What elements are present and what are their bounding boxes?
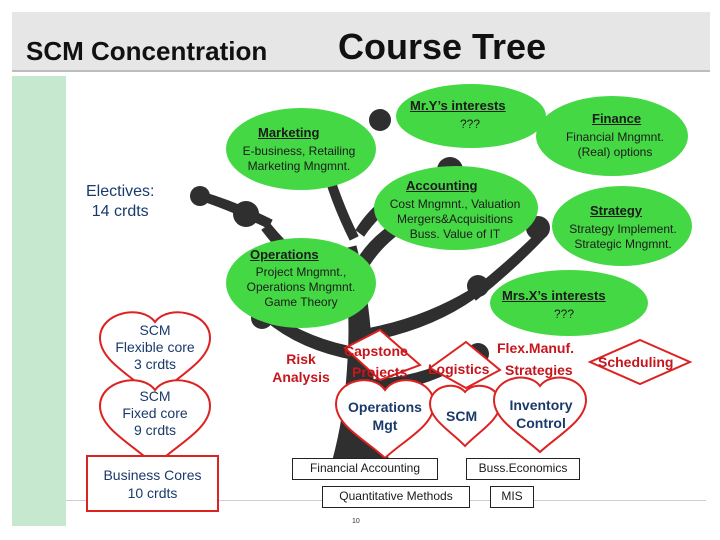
finance-details: Financial Mngmnt. (Real) options <box>540 130 690 160</box>
scm-flexible-line-1: SCM <box>139 322 171 338</box>
mis-box: MIS <box>490 486 534 508</box>
electives-label: Electives: 14 crdts <box>86 182 154 222</box>
marketing-heading: Marketing <box>258 125 320 140</box>
accounting-line-3: Buss. Value of IT <box>409 227 501 241</box>
page-number: 10 <box>352 518 360 525</box>
strategy-heading: Strategy <box>590 203 643 218</box>
risk-analysis-label: Risk Analysis <box>264 350 338 386</box>
flex-manuf-line-2: Strategies <box>505 362 573 378</box>
scm-fixed-line-1: SCM <box>139 388 171 404</box>
operations-mgt-label: Operations Mgt <box>340 398 430 434</box>
inventory-line-1: Inventory <box>509 397 573 413</box>
strategy-line-2: Strategic Mngmnt. <box>574 237 672 251</box>
mrsx-detail: ??? <box>553 307 575 321</box>
electives-line-2: 14 crdts <box>91 203 149 220</box>
ops-mgt-line-1: Operations <box>348 399 422 415</box>
accounting-line-2: Mergers&Acquisitions <box>396 212 514 226</box>
capstone-line-1: Capstone <box>344 343 408 359</box>
flex-manuf-line-1: Flex.Manuf. <box>497 340 575 356</box>
electives-line-1: Electives: <box>86 183 155 200</box>
ops-mgt-line-2: Mgt <box>372 417 398 433</box>
heart-scm <box>428 384 502 448</box>
blob-mrsx <box>490 270 648 336</box>
operations-line-1: Project Mngmnt., <box>255 265 347 279</box>
title-bar: SCM Concentration Course Tree <box>12 12 710 72</box>
operations-line-2: Operations Mngmnt. <box>246 280 356 294</box>
left-stripe <box>12 76 66 526</box>
scm-flexible-line-2: Flexible core <box>115 339 195 355</box>
accounting-line-1: Cost Mngmnt., Valuation <box>389 197 521 211</box>
blob-operations <box>226 238 376 328</box>
finance-line-2: (Real) options <box>577 145 653 159</box>
mrsx-heading: Mrs.X’s interests <box>502 288 606 303</box>
accounting-heading: Accounting <box>406 178 478 193</box>
buss-economics-box: Buss.Economics <box>466 458 580 480</box>
heart-capstone <box>343 328 422 382</box>
heart-scheduling <box>587 338 693 386</box>
marketing-line-1: E-business, Retailing <box>242 144 356 158</box>
operations-heading: Operations <box>250 247 319 262</box>
marketing-line-2: Marketing Mngmnt. <box>247 159 351 173</box>
operations-line-3: Game Theory <box>264 295 338 309</box>
scm-fixed-label: SCM Fixed core 9 crdts <box>100 388 210 439</box>
finance-line-1: Financial Mngmnt. <box>565 130 665 144</box>
scm-fixed-line-2: Fixed core <box>122 405 188 421</box>
marketing-details: E-business, Retailing Marketing Mngmnt. <box>224 144 374 174</box>
heart-logistics <box>428 340 502 390</box>
mry-detail: ??? <box>459 117 481 131</box>
capstone-line-2: Projects <box>352 364 408 380</box>
scm-course-label: SCM <box>446 408 478 424</box>
business-cores-box: Business Cores 10 crdts <box>86 455 219 512</box>
logistics-label: Logistics <box>428 361 490 377</box>
strategy-details: Strategy Implement. Strategic Mngmnt. <box>552 222 694 252</box>
risk-line-1: Risk <box>286 351 316 367</box>
blob-accounting <box>374 166 538 250</box>
business-cores-line-2: 10 crdts <box>127 485 178 501</box>
operations-details: Project Mngmnt., Operations Mngmnt. Game… <box>226 265 376 310</box>
risk-line-2: Analysis <box>272 369 330 385</box>
accounting-details: Cost Mngmnt., Valuation Mergers&Acquisit… <box>370 197 540 242</box>
scm-flexible-label: SCM Flexible core 3 crdts <box>100 322 210 373</box>
financial-accounting-box: Financial Accounting <box>292 458 438 480</box>
business-cores-line-1: Business Cores <box>103 467 202 483</box>
scm-flexible-line-3: 3 crdts <box>133 356 176 372</box>
blob-marketing <box>226 108 376 190</box>
blob-strategy <box>552 186 692 266</box>
heart-inventory <box>492 376 588 454</box>
heart-shapes <box>98 311 693 468</box>
title-part-1: SCM Concentration <box>26 36 268 66</box>
quantitative-methods-box: Quantitative Methods <box>322 486 470 508</box>
blob-mry <box>396 84 546 148</box>
strategy-line-1: Strategy Implement. <box>569 222 677 236</box>
blob-finance <box>536 96 688 176</box>
inventory-line-2: Control <box>516 415 566 431</box>
title-part-2: Course Tree <box>338 26 547 67</box>
scheduling-label: Scheduling <box>598 354 674 370</box>
inventory-control-label: Inventory Control <box>496 396 586 432</box>
finance-heading: Finance <box>592 111 642 126</box>
mry-heading: Mr.Y’s interests <box>410 98 506 113</box>
scm-fixed-line-3: 9 crdts <box>133 422 176 438</box>
